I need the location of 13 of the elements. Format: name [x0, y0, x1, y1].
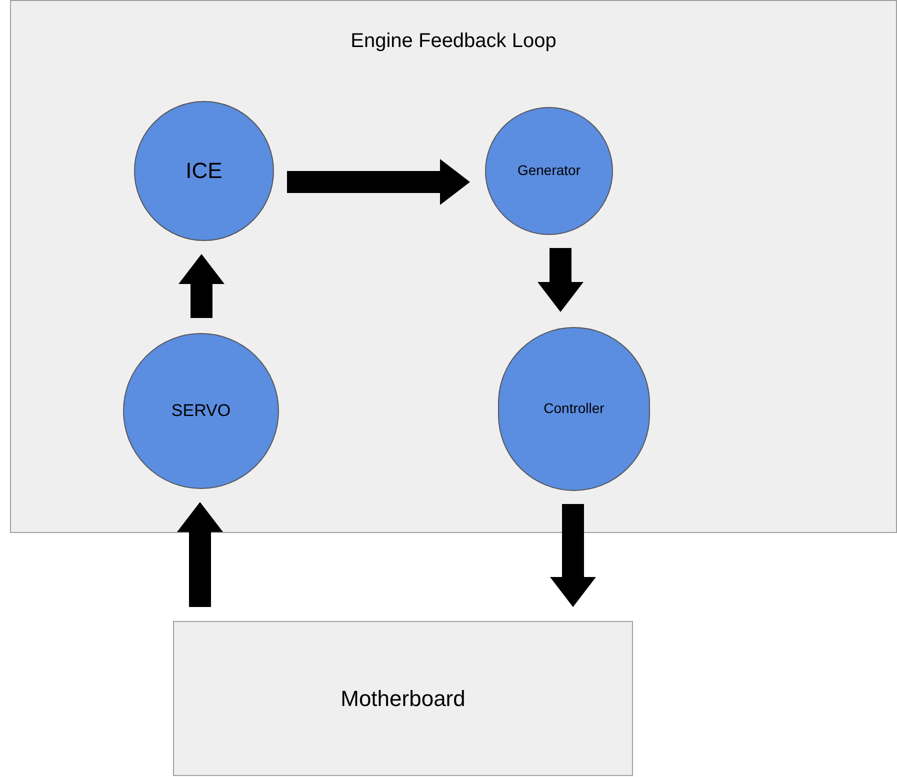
node-label: Motherboard	[340, 684, 466, 712]
node-label: SERVO	[170, 400, 232, 422]
node-label: Generator	[516, 162, 582, 180]
panel-title: Engine Feedback Loop	[350, 29, 558, 54]
process-box	[173, 621, 633, 776]
block-arrow	[177, 502, 223, 607]
block-arrow	[538, 248, 584, 312]
block-arrow	[287, 159, 470, 205]
node-label: Controller	[542, 400, 606, 418]
block-arrow	[178, 254, 224, 318]
node-label: ICE	[184, 157, 224, 185]
block-arrow	[550, 504, 596, 607]
group-panel	[10, 0, 897, 533]
